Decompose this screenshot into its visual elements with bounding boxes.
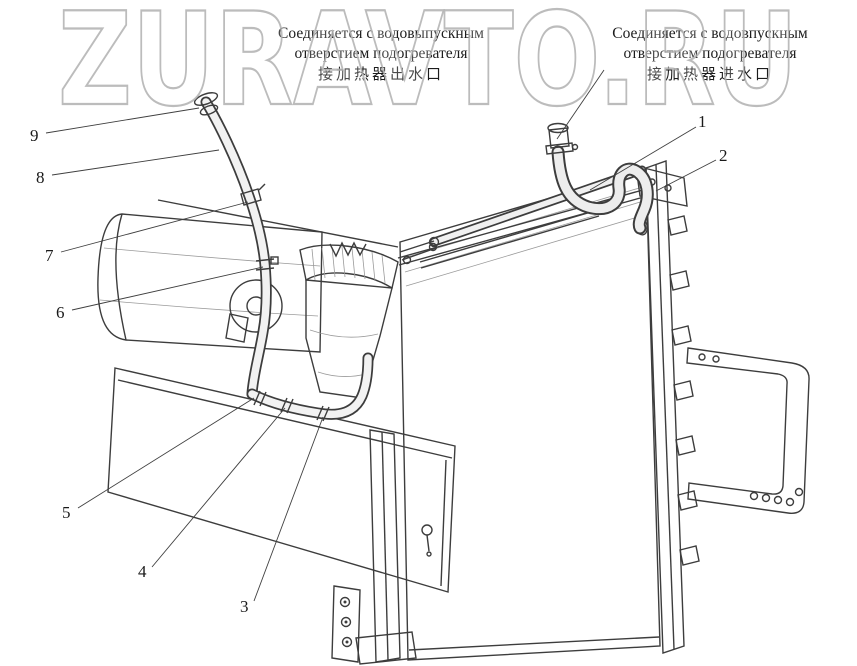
annotation-inlet-zh: 接加热器进水口 bbox=[646, 67, 773, 83]
hose-fitting bbox=[548, 127, 570, 149]
annotation-outlet-ru-1: Соединяется с водовыпускным bbox=[278, 25, 484, 42]
callout-6: 6 bbox=[56, 303, 65, 322]
annotation-inlet-ru-2: отверстием подогревателя bbox=[623, 45, 797, 62]
annotation-inlet-ru-1: Соединяется с водовпускным bbox=[612, 25, 808, 42]
callout-2: 2 bbox=[719, 146, 728, 165]
mounting-bracket-right bbox=[686, 347, 810, 514]
callout-7: 7 bbox=[45, 246, 54, 265]
heater-hoses bbox=[246, 352, 374, 422]
pipe-end-flange bbox=[193, 92, 219, 106]
hose-clamp-4 bbox=[280, 397, 288, 413]
annotation-outlet: Соединяется с водовыпускным отверстием п… bbox=[252, 24, 510, 85]
callout-9: 9 bbox=[30, 126, 39, 145]
callout-4: 4 bbox=[138, 562, 147, 581]
support-leg bbox=[331, 429, 417, 665]
engine-body bbox=[97, 199, 399, 353]
callout-1: 1 bbox=[698, 112, 707, 131]
spring-clip bbox=[329, 241, 367, 258]
hose-clamp-top bbox=[545, 142, 574, 155]
fan-shroud bbox=[299, 241, 399, 399]
leader-lines bbox=[45, 69, 717, 602]
callout-3: 3 bbox=[240, 597, 249, 616]
hose-clamp-3 bbox=[316, 405, 324, 421]
pipe-clamp bbox=[240, 188, 262, 206]
drain-hole bbox=[421, 524, 433, 536]
annotation-outlet-ru-2: отверстием подогревателя bbox=[294, 45, 468, 62]
outlet-pipe bbox=[193, 92, 279, 400]
inlet-hose bbox=[545, 122, 654, 236]
hose-clamp-5 bbox=[253, 390, 261, 406]
annotation-inlet: Соединяется с водовпускным отверстием по… bbox=[590, 24, 830, 85]
callout-5: 5 bbox=[62, 503, 71, 522]
radiator-frame-right bbox=[635, 160, 700, 654]
callout-8: 8 bbox=[36, 168, 45, 187]
side-panel bbox=[107, 367, 456, 593]
annotation-outlet-zh: 接加热器出水口 bbox=[317, 67, 444, 83]
